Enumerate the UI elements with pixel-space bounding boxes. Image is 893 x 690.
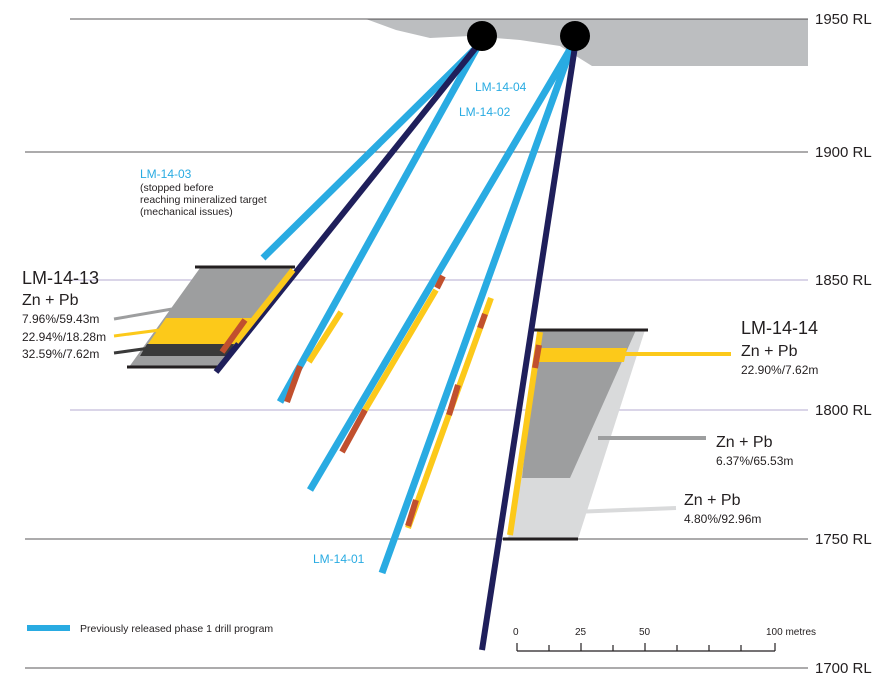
left-block-metal: Zn + Pb: [22, 292, 79, 309]
intercept-lm-14-14-red: [532, 344, 542, 369]
collar-east: [560, 21, 590, 51]
drill-hole-lm-14-04: [276, 44, 482, 404]
drill-hole-lm-14-02: [306, 44, 576, 492]
collar-west: [467, 21, 497, 51]
right-zone-3-metal: Zn + Pb: [684, 492, 741, 509]
intercept-lm-14-02-red-top: [434, 274, 446, 290]
intercept-lm-14-02-yellow: [362, 288, 439, 412]
left-block-title: LM-14-13: [22, 268, 99, 288]
left-leader-1: [113, 306, 179, 321]
right-zone-1-metal: Zn + Pb: [741, 343, 798, 360]
intercept-lm-14-02-red-bottom: [339, 408, 368, 454]
note-lm-14-03-line1: (stopped before: [140, 182, 214, 194]
scale-bar: [516, 643, 776, 652]
left-interval-3: 32.59%/7.62m: [22, 347, 99, 361]
label-lm-14-02: LM-14-02: [459, 105, 511, 119]
scale-label-25: 25: [575, 627, 587, 638]
note-lm-14-03-line3: (mechanical issues): [140, 206, 233, 218]
label-lm-14-03: LM-14-03: [140, 167, 192, 181]
right-zone-3-interval: 4.80%/92.96m: [684, 512, 761, 526]
label-lm-14-01: LM-14-01: [313, 552, 365, 566]
scale-label-0: 0: [513, 627, 519, 638]
intercept-lm-14-01-red-2: [446, 384, 461, 416]
left-interval-1: 7.96%/59.43m: [22, 312, 99, 326]
drill-hole-lm-14-14: [479, 39, 579, 651]
level-label-1800: 1800 RL: [815, 402, 872, 419]
level-label-1750: 1750 RL: [815, 531, 872, 548]
left-interval-2: 22.94%/18.28m: [22, 330, 106, 344]
right-block-title: LM-14-14: [741, 318, 818, 338]
intercept-lm-14-04-red: [284, 364, 303, 404]
scale-label-50: 50: [639, 627, 651, 638]
right-zone-1-interval: 22.90%/7.62m: [741, 363, 818, 377]
intercept-lm-14-01-red-3: [405, 499, 419, 527]
legend-label: Previously released phase 1 drill progra…: [80, 623, 273, 635]
left-ore-zone-high-grade: [148, 318, 255, 344]
drill-hole-lm-14-13: [213, 38, 485, 374]
level-label-1700: 1700 RL: [815, 660, 872, 677]
intercept-lm-14-04-yellow: [306, 310, 344, 364]
label-lm-14-04: LM-14-04: [475, 80, 527, 94]
intercept-lm-14-01-red-1: [477, 312, 488, 330]
intercept-lm-14-13-red: [219, 318, 248, 354]
scale-label-100: 100 metres: [766, 627, 816, 638]
level-label-1850: 1850 RL: [815, 272, 872, 289]
intercept-lm-14-13-yellow: [233, 268, 296, 344]
left-leader-2: [113, 328, 161, 338]
drill-hole-lm-14-03: [260, 43, 481, 261]
level-label-1900: 1900 RL: [815, 144, 872, 161]
right-leader-3: [572, 506, 677, 514]
left-leader-3: [113, 346, 151, 355]
note-lm-14-03-line2: reaching mineralized target: [140, 194, 267, 206]
level-label-1950: 1950 RL: [815, 11, 872, 28]
right-ore-zone-high-grade: [536, 348, 627, 362]
right-zone-2-metal: Zn + Pb: [716, 434, 773, 451]
left-ore-zone-very-high-grade: [140, 344, 234, 356]
right-zone-2-interval: 6.37%/65.53m: [716, 454, 793, 468]
right-ore-block-dark: [522, 330, 636, 478]
drill-hole-lm-14-01: [378, 44, 576, 575]
